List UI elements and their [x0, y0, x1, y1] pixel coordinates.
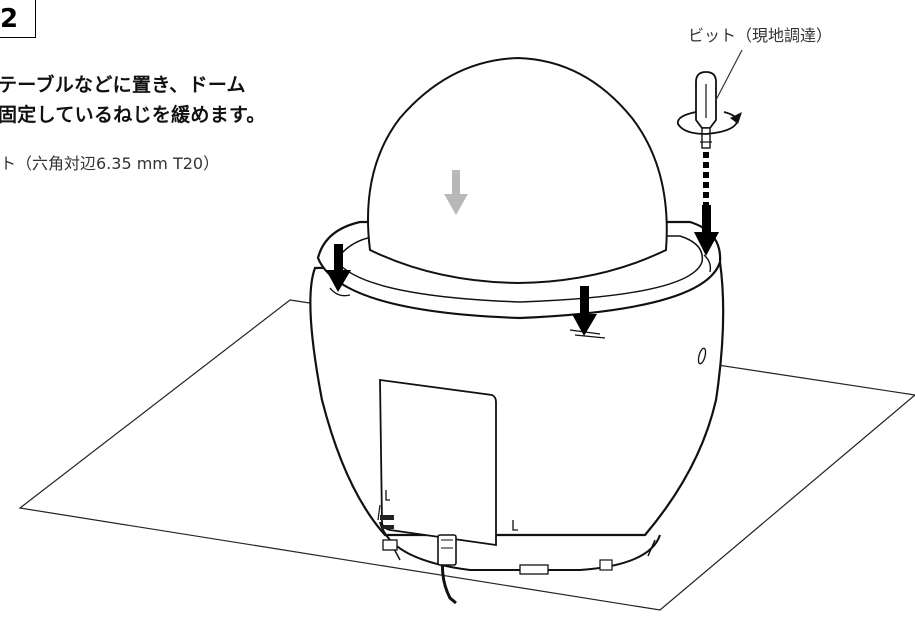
rotation-arrow-icon — [676, 111, 742, 135]
instruction-line-2: 固定しているねじを緩めます。 — [0, 104, 266, 126]
base-clip-left — [382, 539, 398, 551]
screw-arrow-front — [572, 286, 597, 336]
bit-label: ビット（現地調達） — [688, 26, 833, 45]
screwdriver-bit-icon — [695, 71, 717, 149]
side-marker — [697, 347, 707, 365]
screw-arrow-left — [326, 244, 351, 292]
step-number: 2 — [0, 4, 19, 34]
instruction-line-1: テーブルなどに置き、ドーム — [0, 74, 246, 96]
cable-connector — [437, 534, 457, 566]
dome-cover — [367, 56, 668, 285]
side-panel — [379, 378, 497, 547]
screw-arrow-right — [694, 205, 719, 256]
bit-spec-note: ト（六角対辺6.35 mm T20） — [0, 154, 220, 173]
step-number-box — [0, 0, 36, 38]
bit-label-leader — [715, 49, 743, 101]
dome-down-arrow — [444, 170, 468, 215]
base-clip-right — [519, 564, 549, 575]
